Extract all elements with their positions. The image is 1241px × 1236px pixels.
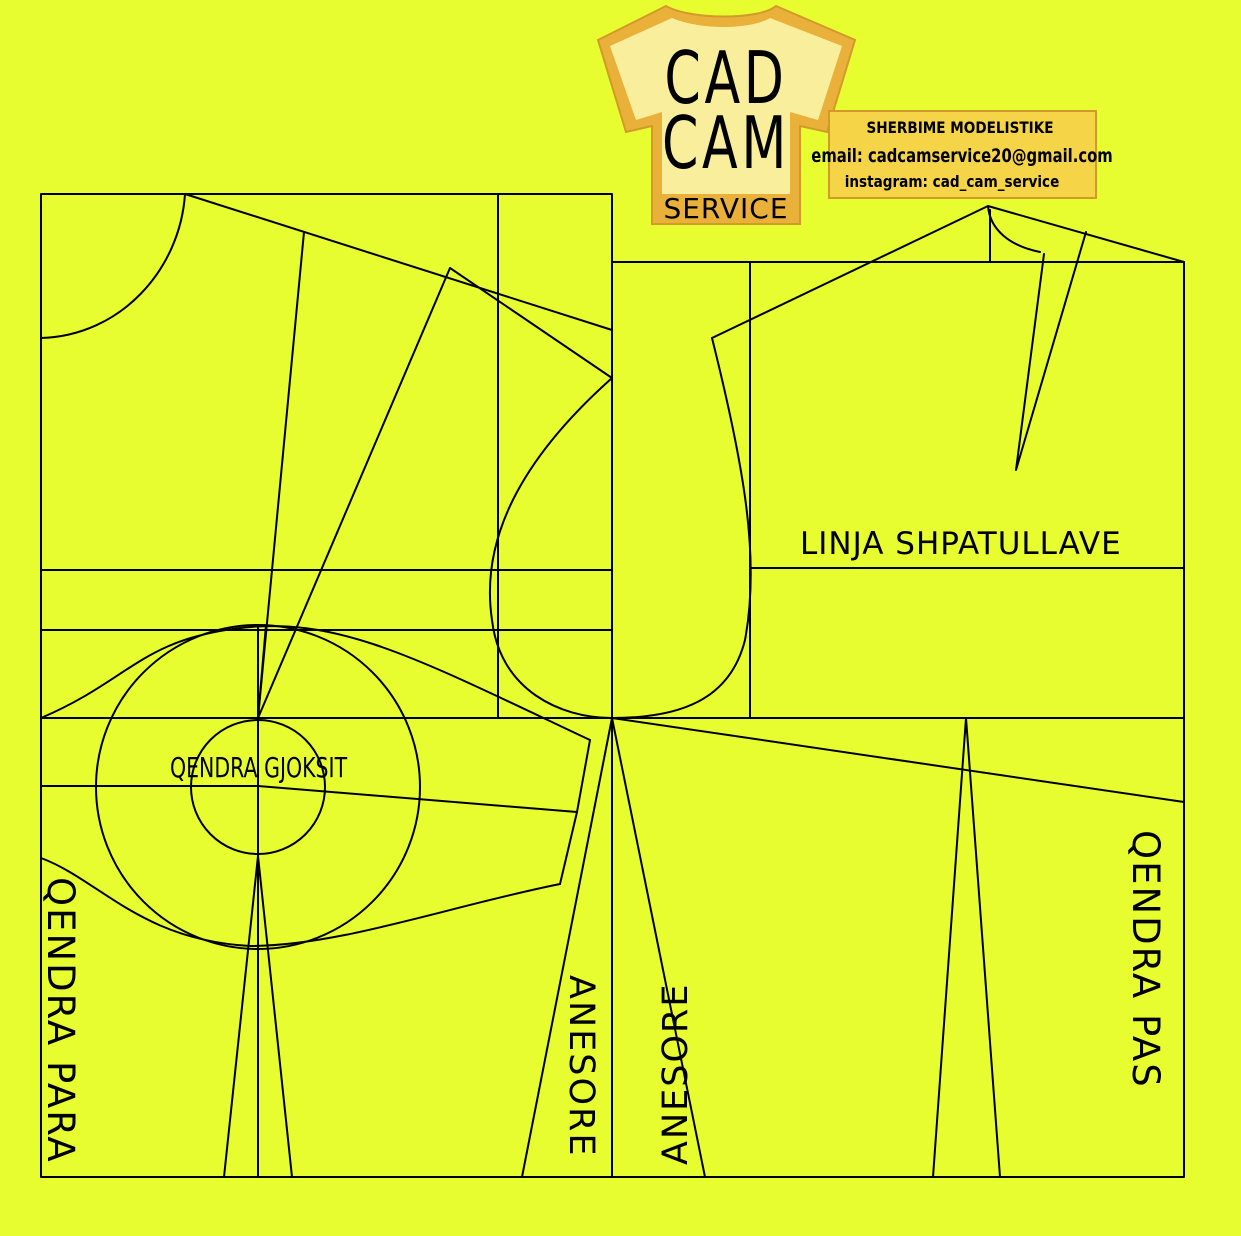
- side-seam-front: [559, 739, 591, 885]
- front-frame: [40, 193, 613, 1178]
- back-center-label: QENDRA PAS: [1124, 830, 1167, 1089]
- side-back-label: ANESORE: [656, 983, 696, 1165]
- info-email: email: cadcamservice20@gmail.com: [811, 145, 1112, 167]
- waist-curve-front: [40, 857, 561, 947]
- back-waist-line: [611, 717, 1185, 803]
- logo-cad-text: CAD: [664, 35, 787, 120]
- logo-service-text: SERVICE: [663, 192, 788, 225]
- back-shoulder-dart: [1015, 231, 1087, 471]
- side-front-label: ANESORE: [561, 975, 601, 1157]
- front-neckline-curve: [40, 193, 186, 339]
- front-armhole-curve: [488, 377, 613, 719]
- back-waist-dart: [932, 717, 1001, 1178]
- front-waist-dart: [223, 855, 293, 1178]
- pattern-labels: LINJA SHPATULLAVE QENDRA GJOKSIT QENDRA …: [39, 526, 1167, 1165]
- contact-info-box: SHERBIME MODELISTIKE email: cadcamservic…: [811, 110, 1113, 199]
- front-center-label: QENDRA PARA: [39, 877, 82, 1164]
- info-instagram: instagram: cad_cam_service: [845, 173, 1060, 191]
- t-shirt-inner: [610, 18, 842, 194]
- info-box-background: [828, 110, 1097, 199]
- logo-cam-text: CAM: [662, 100, 790, 185]
- back-frame: [611, 261, 1185, 1178]
- info-title: SHERBIME MODELISTIKE: [866, 119, 1053, 137]
- bust-dart-line: [257, 785, 578, 813]
- rotated-shoulder-line: [449, 267, 613, 379]
- back-armhole-curve: [611, 337, 752, 719]
- bust-dart-leg: [257, 624, 267, 719]
- front-shoulder-line: [184, 193, 613, 331]
- bust-side-curve: [40, 625, 591, 741]
- shoulder-line-label: LINJA SHPATULLAVE: [800, 526, 1122, 562]
- back-bodice-draft: [611, 205, 1185, 1178]
- brand-logo: CAD CAM SERVICE: [596, 4, 857, 225]
- bust-center-label: QENDRA GJOKSIT: [170, 751, 348, 784]
